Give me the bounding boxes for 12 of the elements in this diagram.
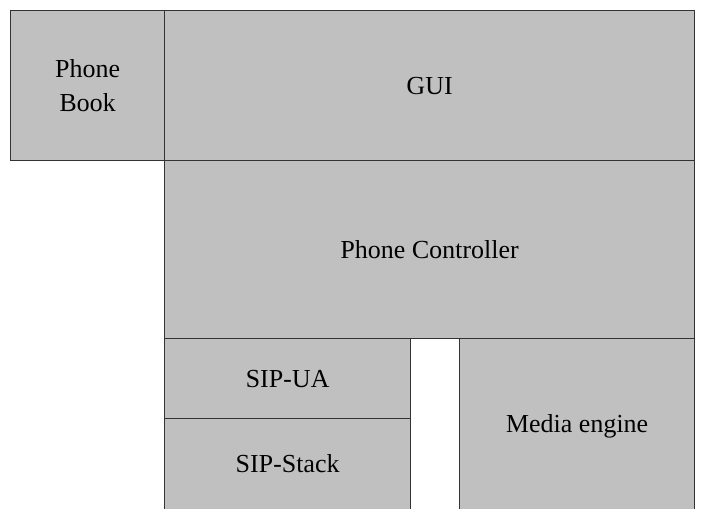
sip-stack-block bbox=[164, 418, 411, 509]
block-label: Phone Book bbox=[54, 52, 121, 118]
sip-ua-block bbox=[164, 338, 411, 419]
gui-block bbox=[164, 10, 695, 161]
block-label: Phone Controller bbox=[340, 234, 519, 266]
block-label: GUI bbox=[406, 70, 453, 102]
controller-block bbox=[164, 160, 695, 339]
block-label: SIP-Stack bbox=[236, 448, 340, 480]
phonebook-block bbox=[10, 10, 165, 161]
block-label: Media engine bbox=[506, 408, 648, 440]
media-engine-block bbox=[459, 338, 695, 509]
block-label: SIP-UA bbox=[246, 362, 330, 395]
